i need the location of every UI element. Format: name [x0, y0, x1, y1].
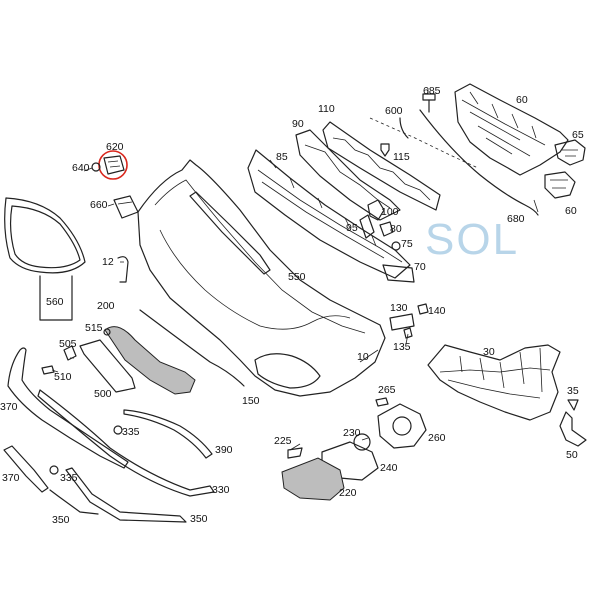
- label-600: 600: [385, 105, 403, 117]
- label-95: 95: [346, 222, 358, 234]
- bolt-685: [422, 93, 436, 113]
- label-260: 260: [428, 432, 446, 444]
- label-140: 140: [428, 305, 446, 317]
- label-220: 220: [339, 487, 357, 499]
- clip-140: [417, 303, 429, 315]
- wiring-harness-600: [369, 109, 539, 216]
- bolt-35: [567, 399, 579, 411]
- label-265: 265: [378, 384, 396, 396]
- label-12: 12: [102, 256, 114, 268]
- label-60-upper: 60: [516, 94, 528, 106]
- label-130: 130: [390, 302, 408, 314]
- label-515: 515: [85, 322, 103, 334]
- label-370-upper: 370: [0, 401, 18, 413]
- bracket-130: [389, 313, 415, 331]
- control-module-660: [113, 195, 139, 219]
- sensor-95: [359, 214, 375, 239]
- bracket-50: [559, 411, 587, 447]
- crossmember-110: [322, 121, 441, 211]
- label-640: 640: [72, 162, 90, 174]
- bumper-bracket-30: [427, 344, 561, 421]
- label-370-lower: 370: [2, 472, 20, 484]
- label-135: 135: [393, 341, 411, 353]
- label-70: 70: [414, 261, 426, 273]
- bumper-reinforcement-60: [454, 83, 569, 176]
- label-10: 10: [357, 351, 369, 363]
- label-560: 560: [46, 296, 64, 308]
- label-685: 685: [423, 85, 441, 97]
- label-550: 550: [288, 271, 306, 283]
- label-35: 35: [567, 385, 579, 397]
- leader-lines: [51, 88, 539, 451]
- camera-unit-620: [91, 150, 128, 180]
- label-50: 50: [566, 449, 578, 461]
- label-85: 85: [276, 151, 288, 163]
- chrome-strip-390: [123, 409, 213, 459]
- clip-335-upper: [113, 425, 123, 435]
- label-390: 390: [215, 444, 233, 456]
- side-trim-370-upper: [7, 347, 129, 469]
- label-30: 30: [483, 346, 495, 358]
- label-660: 660: [90, 199, 108, 211]
- label-350-left: 350: [52, 514, 70, 526]
- bracket-70: [382, 264, 415, 283]
- screw-225: [287, 447, 303, 459]
- grille-surround-560: [4, 197, 86, 321]
- label-60-lower: 60: [565, 205, 577, 217]
- lower-grille-200: [104, 326, 196, 395]
- bracket-assembly-90: [295, 129, 401, 221]
- plate-holder-500: [79, 339, 136, 393]
- watermark-text: SOL: [425, 215, 519, 264]
- clip-80: [379, 221, 394, 237]
- label-115: 115: [393, 151, 410, 163]
- label-680: 680: [507, 213, 525, 225]
- clip-335-lower: [49, 465, 59, 475]
- trim-strip-550: [189, 191, 271, 275]
- label-100: 100: [381, 206, 399, 218]
- bracket-100: [367, 199, 385, 221]
- clip-515: [103, 328, 111, 336]
- bumper-cover-10: [137, 159, 386, 397]
- label-330: 330: [212, 484, 230, 496]
- label-75: 75: [401, 238, 413, 250]
- clip-75: [391, 241, 401, 251]
- side-trim-370-lower: [3, 445, 49, 493]
- clip-115: [380, 143, 390, 157]
- fog-lamp-230: [353, 433, 371, 451]
- bracket-65: [554, 139, 586, 166]
- label-335-lower: 335: [60, 472, 78, 484]
- label-150: 150: [242, 395, 260, 407]
- bracket-12: [117, 256, 129, 283]
- grille-support-85: [247, 149, 411, 279]
- label-110: 110: [318, 103, 335, 115]
- label-240: 240: [380, 462, 398, 474]
- clip-505: [63, 345, 77, 361]
- label-65: 65: [572, 129, 584, 141]
- fog-lamp-bracket-260: [377, 403, 427, 449]
- label-200: 200: [97, 300, 115, 312]
- fog-lamp-grille-220: [281, 457, 345, 501]
- label-230: 230: [343, 427, 361, 439]
- label-350-right: 350: [190, 513, 208, 525]
- label-505: 505: [59, 338, 77, 350]
- screw-510: [41, 365, 55, 375]
- bracket-60-lower: [544, 171, 576, 199]
- clip-135: [403, 327, 413, 339]
- label-335-upper: 335: [122, 426, 140, 438]
- label-90: 90: [292, 118, 304, 130]
- lower-trim-350: [49, 467, 187, 523]
- label-225: 225: [274, 435, 292, 447]
- screw-265: [375, 397, 389, 407]
- label-500: 500: [94, 388, 112, 400]
- label-80: 80: [390, 223, 402, 235]
- label-510: 510: [54, 371, 72, 383]
- lower-trim-330: [37, 389, 215, 497]
- label-620: 620: [106, 141, 124, 153]
- wiring-150: [139, 309, 245, 387]
